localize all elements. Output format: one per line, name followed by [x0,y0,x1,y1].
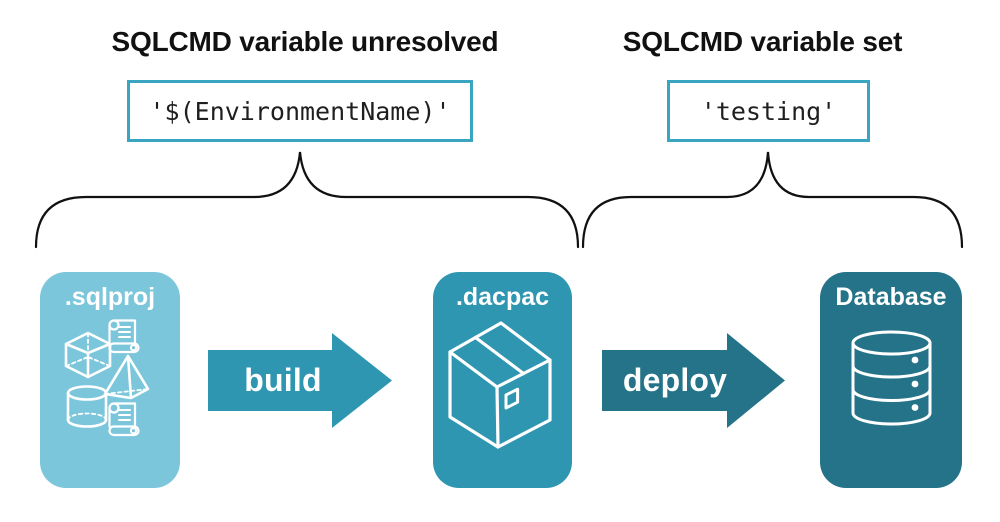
package-label-tag [504,387,520,410]
deploy-arrow [602,333,788,428]
heading-sqlcmd-set: SQLCMD variable set [622,26,903,57]
stage-sqlproj-card: .sqlproj [40,272,180,488]
build-arrow-label: build [244,362,322,398]
cylinder-icon [66,385,108,428]
stage-database-card: Database [820,272,962,488]
deploy-arrow-shape [602,333,785,428]
code-box-testing: 'testing' [667,80,870,142]
sql-project-objects-icon [64,319,150,437]
script-scroll-icon [108,319,140,354]
build-arrow [208,333,394,428]
heading-sqlcmd-unresolved: SQLCMD variable unresolved [111,26,499,57]
stage-dacpac-card: .dacpac [433,272,572,488]
deploy-arrow-label: deploy [622,362,728,398]
code-value-set: 'testing' [700,96,837,126]
stage-sqlproj-label: .sqlproj [64,283,156,311]
stage-database-label: Database [835,283,947,311]
cube-icon [64,331,112,379]
package-box-icon [448,321,552,449]
brace-left [34,151,580,249]
code-box-environment-name: '$(EnvironmentName)' [127,80,473,142]
build-arrow-shape [208,333,392,428]
database-cylinder-icon [851,330,932,426]
brace-right [581,151,964,249]
pyramid-icon [103,354,150,400]
stage-dacpac-label: .dacpac [455,283,550,311]
code-value-unresolved: '$(EnvironmentName)' [149,96,451,126]
script-scroll-icon [108,402,140,437]
